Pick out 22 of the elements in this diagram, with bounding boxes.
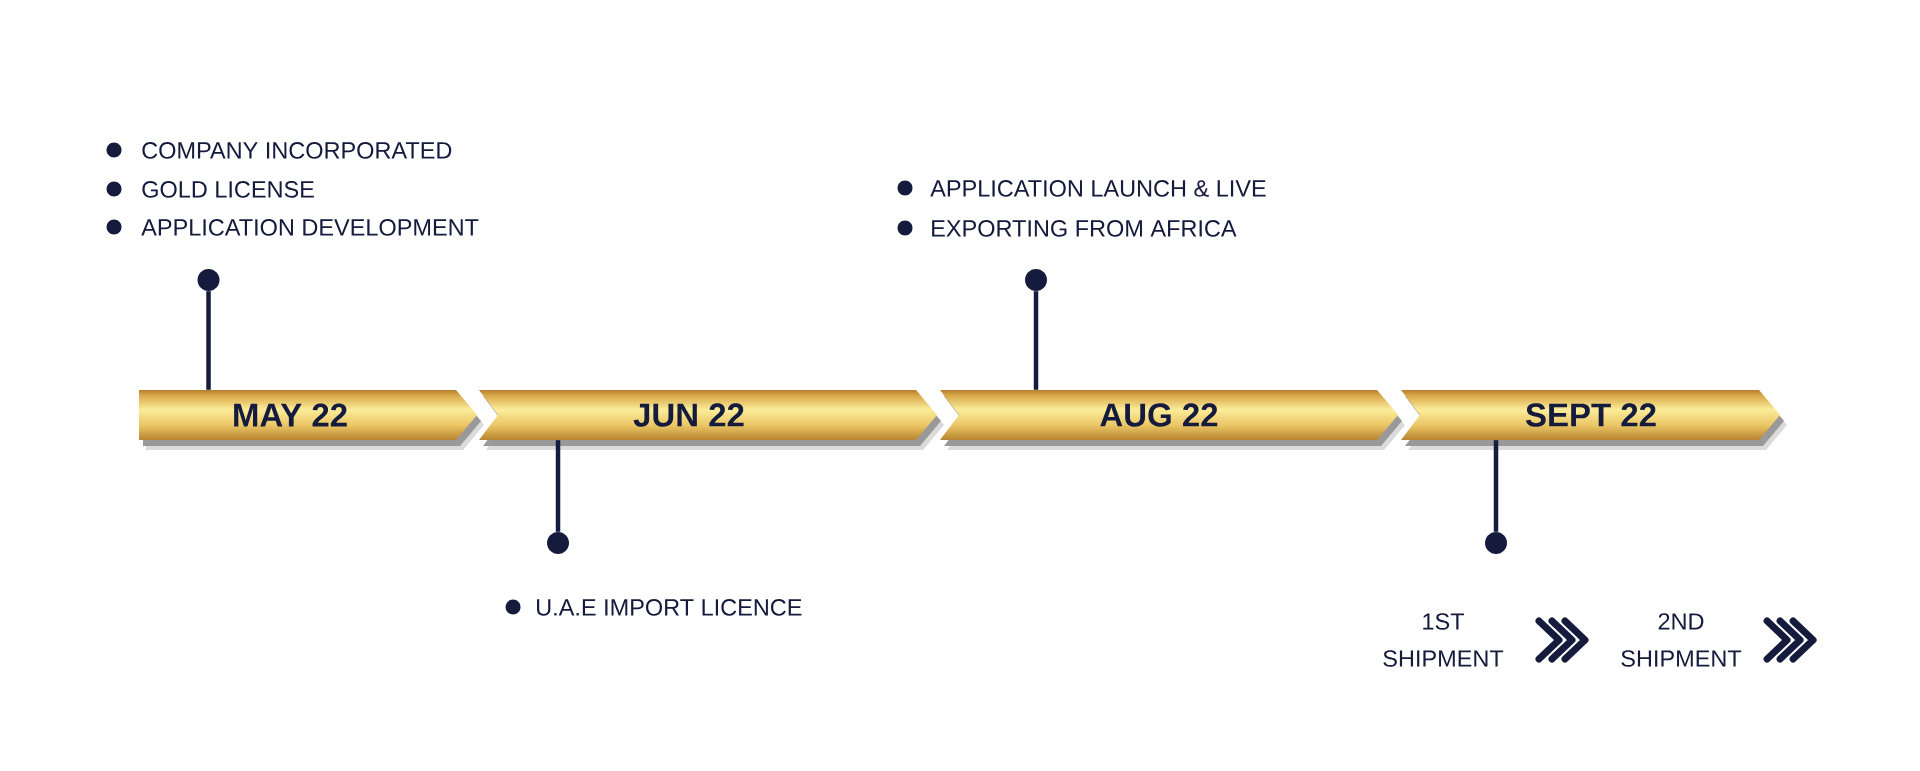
milestone-text: EXPORTING FROM AFRICA: [932, 220, 1237, 237]
chevron-arrow: [1535, 617, 1589, 663]
pin-head: [197, 269, 220, 291]
month-banner: AUG 22: [940, 390, 1405, 450]
milestone-text: GOLD LICENSE: [142, 181, 314, 198]
pin-line: [206, 291, 211, 390]
pin-head: [1485, 532, 1507, 554]
pin-head: [1025, 269, 1047, 291]
month-banner: SEPT 22: [1401, 390, 1787, 450]
milestone-text: APPLICATION LAUNCH & LIVE: [930, 180, 1266, 197]
month-banner: JUN 22: [479, 390, 944, 450]
milestone-text: APPLICATION DEVELOPMENT: [141, 219, 479, 236]
pin-head: [547, 532, 569, 554]
pin-line: [1033, 291, 1039, 390]
pin-line: [1493, 440, 1499, 532]
shipment-label: 2ND SHIPMENT: [1621, 613, 1742, 667]
milestone-text: COMPANY INCORPORATED: [142, 142, 452, 159]
chevron-arrow: [1763, 617, 1817, 663]
shipment-label: 1ST SHIPMENT: [1383, 613, 1504, 667]
milestone-text: U.A.E IMPORT LICENCE: [537, 599, 802, 616]
month-banner: MAY 22: [139, 390, 484, 450]
pin-line: [555, 440, 561, 532]
